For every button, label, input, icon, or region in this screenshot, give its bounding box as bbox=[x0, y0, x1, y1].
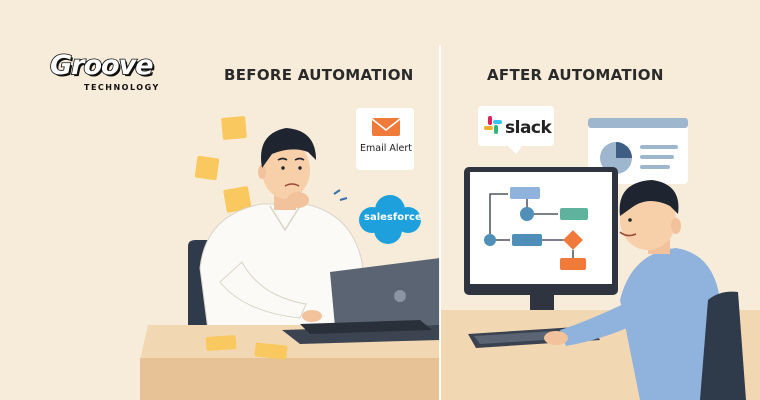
happy-worker bbox=[544, 180, 720, 400]
sticky-notes-wall bbox=[194, 116, 252, 213]
email-alert-label: Email Alert bbox=[360, 143, 412, 154]
salesforce-cloud-icon bbox=[359, 195, 421, 244]
slack-icon bbox=[484, 116, 502, 134]
slack-card bbox=[478, 106, 554, 154]
laptop bbox=[282, 258, 440, 344]
logo-subtext: TECHNOLOGY bbox=[84, 83, 160, 92]
before-heading: BEFORE AUTOMATION bbox=[224, 66, 414, 84]
logo-wordmark: Groove bbox=[49, 49, 154, 82]
chair-back-right bbox=[700, 291, 746, 400]
workflow-diagram-icon bbox=[484, 187, 588, 270]
stressed-worker bbox=[199, 128, 367, 331]
pie-chart-report-icon bbox=[600, 142, 632, 174]
desk-left-front bbox=[140, 358, 440, 400]
email-alert-card bbox=[356, 108, 414, 170]
salesforce-label: salesforce bbox=[364, 212, 422, 223]
envelope-icon bbox=[371, 118, 401, 136]
groove-logo: Groove TECHNOLOGY bbox=[49, 49, 175, 100]
panel-divider bbox=[439, 45, 441, 400]
sticky-notes-desk bbox=[205, 335, 288, 360]
slack-label: slack bbox=[505, 118, 552, 138]
after-heading: AFTER AUTOMATION bbox=[487, 66, 664, 84]
laptop-logo-icon bbox=[394, 290, 406, 302]
